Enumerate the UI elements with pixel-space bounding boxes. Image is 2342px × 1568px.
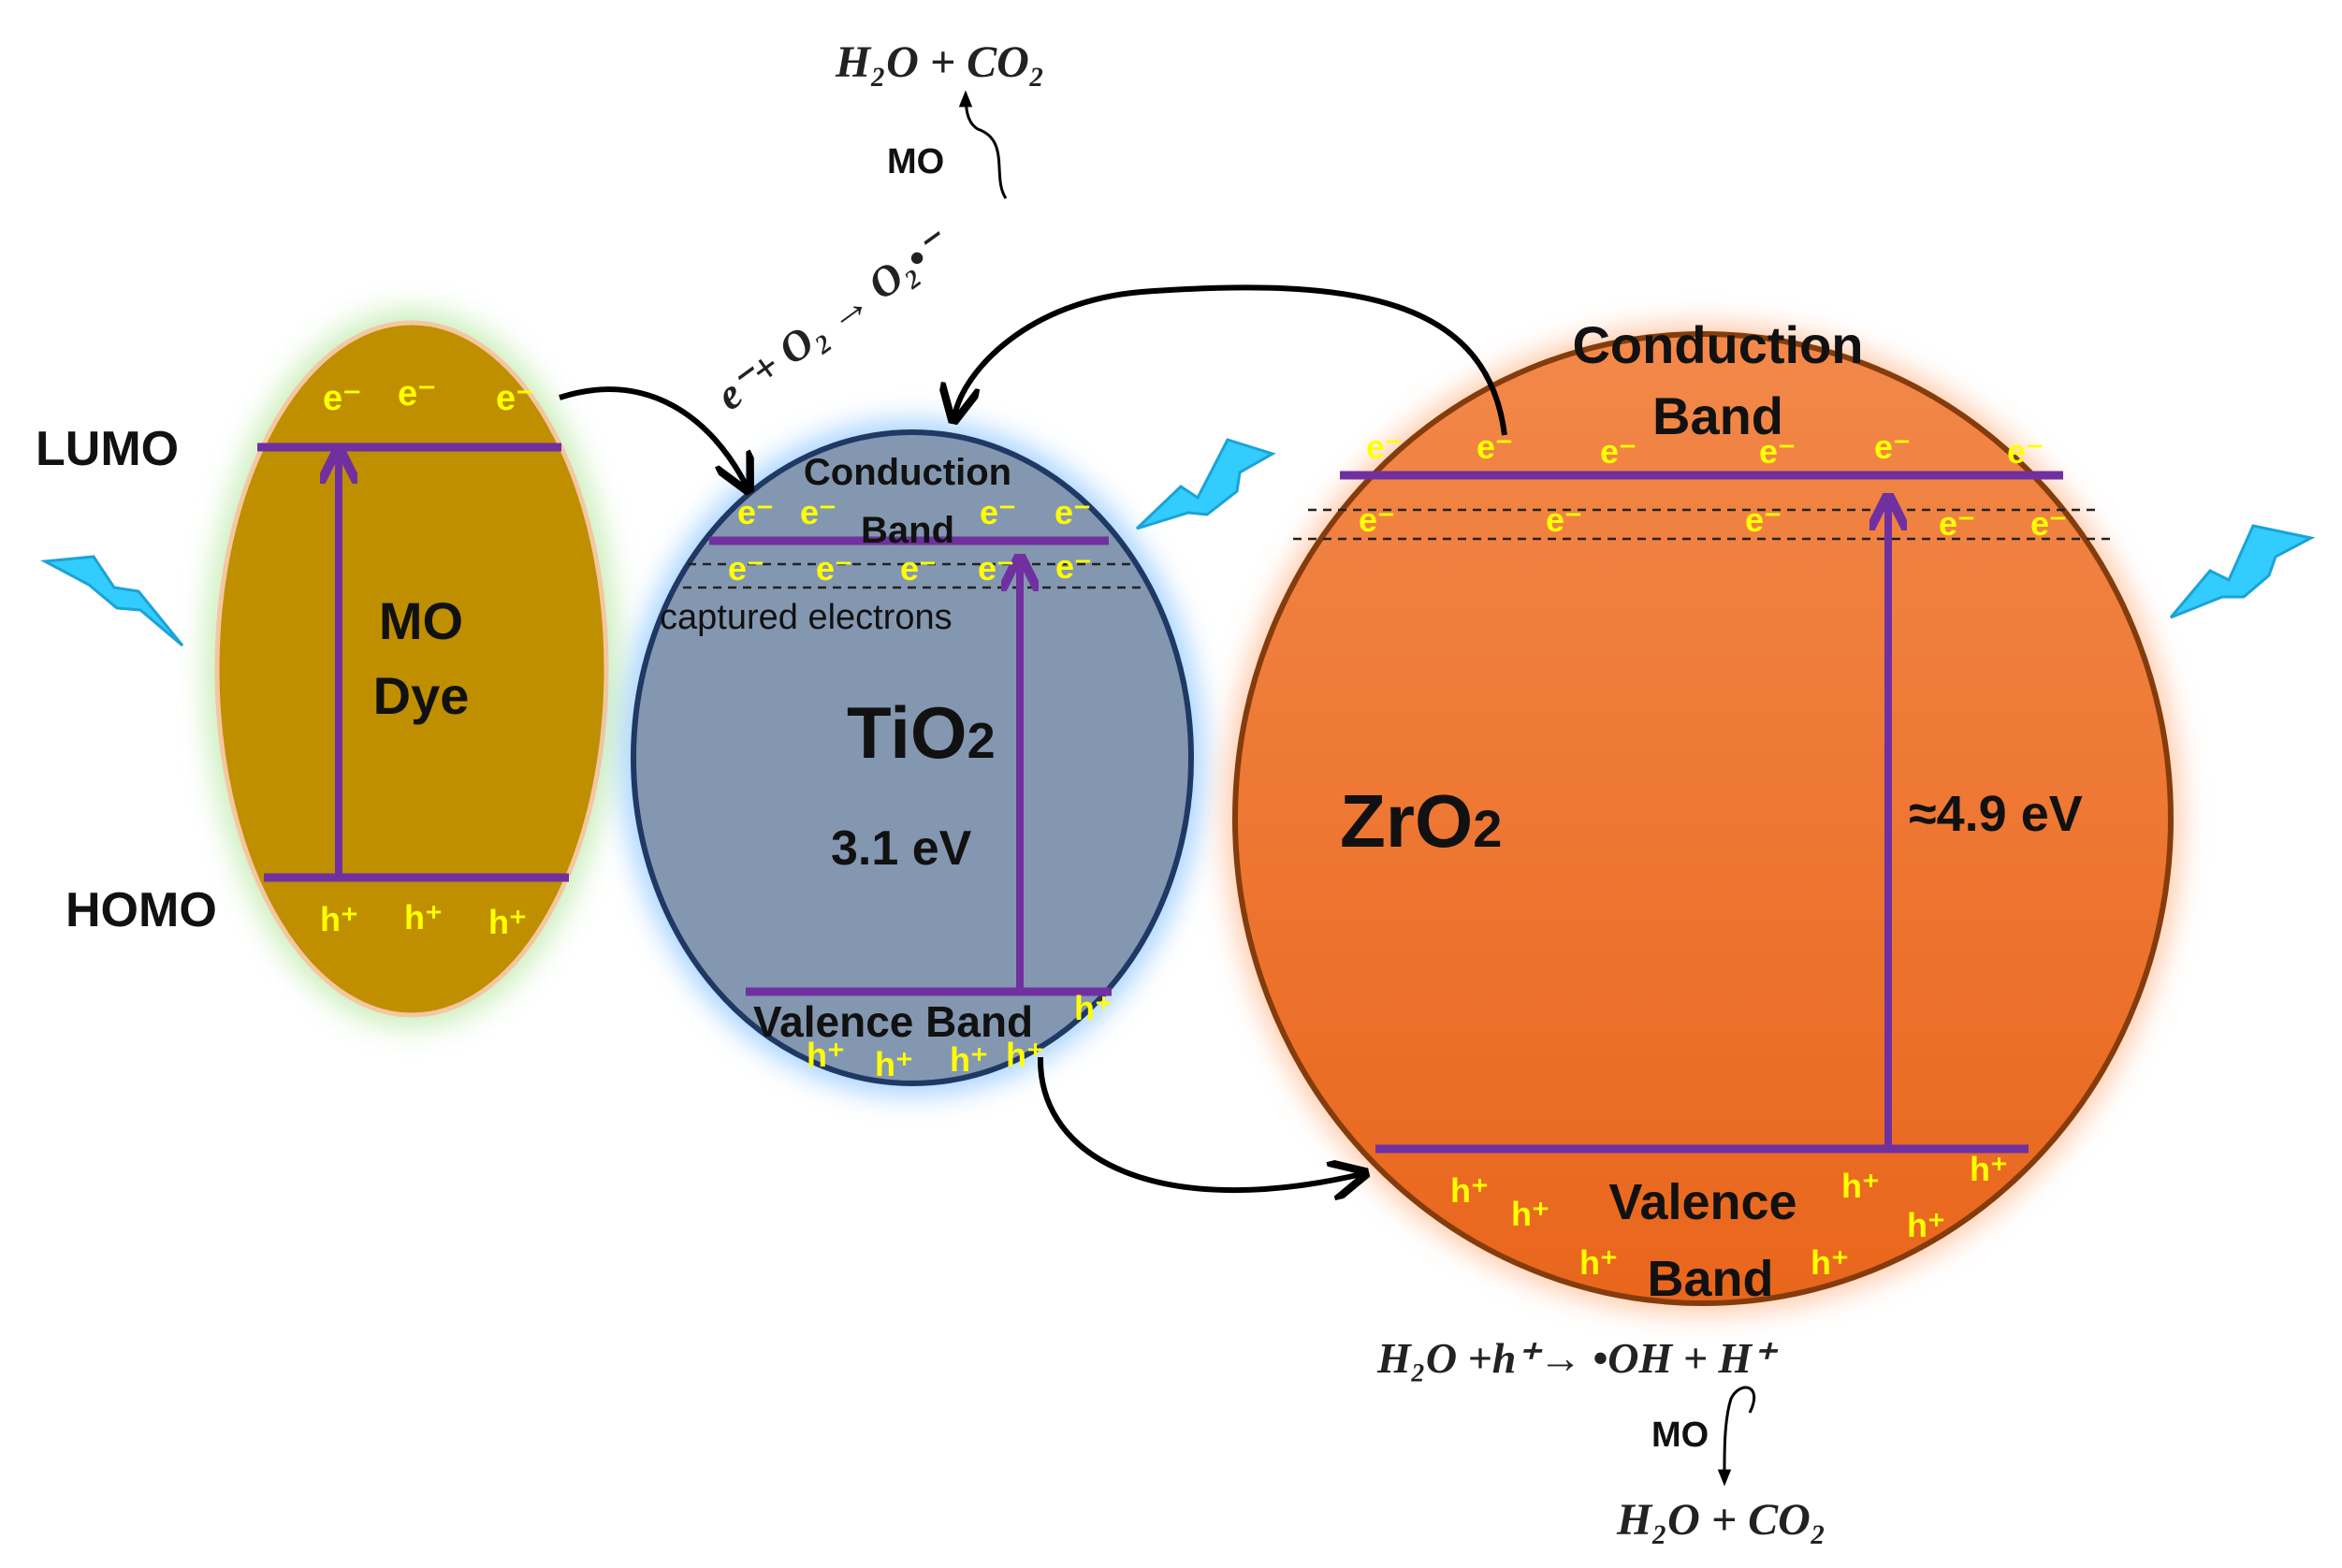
tio2-electron: e⁻ (980, 493, 1016, 531)
dye-name-line1: MO (379, 591, 463, 650)
zro2-electron: e⁻ (1874, 428, 1911, 466)
tio2-electron: e⁻ (800, 493, 836, 531)
zro2-hole: h⁺ (1511, 1195, 1549, 1233)
dye-ellipse (204, 309, 619, 1029)
dye-hole: h⁺ (404, 898, 443, 936)
zro2-trapped-electron: e⁻ (1546, 501, 1582, 539)
tio2-trapped-electron: e⁻ (978, 549, 1014, 588)
zro2-gap-label: ≈4.9 eV (1909, 786, 2083, 842)
bottom-product-formula: H₂O + CO₂ (1616, 1495, 1826, 1545)
zro2-electron: e⁻ (1366, 428, 1403, 466)
zro2-cb-label-line1: Conduction (1572, 315, 1863, 374)
tio2-vb-label: Valence Band (753, 997, 1033, 1046)
tio2-trapped-electron: e⁻ (728, 549, 764, 588)
homo-label: HOMO (65, 883, 217, 937)
top-mo-label: MO (887, 142, 944, 181)
zro2-ellipse (1224, 323, 2182, 1314)
tio2-cb-label-line1: Conduction (804, 452, 1011, 493)
top-product-formula: H₂O + CO₂ (835, 37, 1045, 87)
zro2-hole: h⁺ (1579, 1243, 1618, 1282)
zro2-electron: e⁻ (1759, 432, 1796, 471)
zro2-trapped-electron: e⁻ (1939, 504, 1975, 543)
zro2-hole: h⁺ (1450, 1171, 1489, 1210)
tio2-hole: h⁺ (875, 1045, 913, 1083)
zro2-hole: h⁺ (1907, 1206, 1945, 1244)
lightning-icon (2169, 524, 2316, 619)
top-mo-reaction-arrow (958, 90, 1008, 199)
lightning-icon (39, 555, 184, 647)
captured-electrons-label: captured electrons (660, 598, 953, 637)
zro2-vb-label-line1: Valence (1608, 1174, 1797, 1230)
superoxide-reaction: e⁻+ O₂ → O₂•⁻ (707, 218, 959, 419)
lightning-icon (1135, 438, 1276, 530)
dye-electron: e⁻ (398, 374, 436, 414)
zro2-name: ZrO2 (1340, 779, 1502, 863)
dye-hole: h⁺ (320, 900, 358, 938)
tio2-gap-label: 3.1 eV (831, 821, 972, 876)
dye-electron: e⁻ (323, 379, 361, 418)
hole-reaction-formula: H₂O +h⁺→ •OH + H⁺ (1376, 1334, 1779, 1382)
zro2-trapped-electron: e⁻ (2030, 504, 2067, 543)
tio2-trapped-electron: e⁻ (816, 549, 852, 588)
zro2-trapped-electron: e⁻ (1359, 501, 1395, 539)
zro2-electron: e⁻ (1476, 428, 1513, 466)
zro2-to-tio2-cb-arrow (954, 284, 1507, 436)
tio2-cb-label-line2: Band (861, 510, 954, 551)
tio2-trapped-electron: e⁻ (1055, 547, 1092, 586)
tio2-hole: h⁺ (950, 1040, 988, 1079)
bottom-mo-label: MO (1651, 1416, 1709, 1455)
zro2-hole: h⁺ (1811, 1243, 1849, 1282)
zro2-electron: e⁻ (2007, 432, 2044, 471)
bottom-mo-reaction-arrow (1717, 1386, 1756, 1487)
dye-electron: e⁻ (496, 379, 534, 418)
dye-name-line2: Dye (373, 666, 470, 725)
dye-to-tio2-arrow (559, 386, 747, 486)
zro2-hole: h⁺ (1970, 1150, 2008, 1188)
zro2-electron: e⁻ (1600, 432, 1636, 471)
zro2-vb-label-line2: Band (1648, 1251, 1774, 1307)
zro2-trapped-electron: e⁻ (1745, 501, 1782, 539)
zro2-cb-label-line2: Band (1652, 386, 1783, 445)
tio2-name: TiO2 (847, 691, 996, 774)
tio2-trapped-electron: e⁻ (900, 549, 937, 588)
tio2-to-zro2-vb-arrow (1037, 1056, 1361, 1190)
tio2-electron: e⁻ (1055, 493, 1091, 531)
tio2-hole: h⁺ (1074, 989, 1113, 1027)
dye-hole: h⁺ (488, 903, 527, 941)
tio2-hole: h⁺ (807, 1036, 845, 1074)
tio2-electron: e⁻ (737, 493, 774, 531)
zro2-hole: h⁺ (1841, 1167, 1880, 1205)
lumo-label: LUMO (36, 422, 179, 476)
tio2-hole: h⁺ (1006, 1036, 1044, 1074)
